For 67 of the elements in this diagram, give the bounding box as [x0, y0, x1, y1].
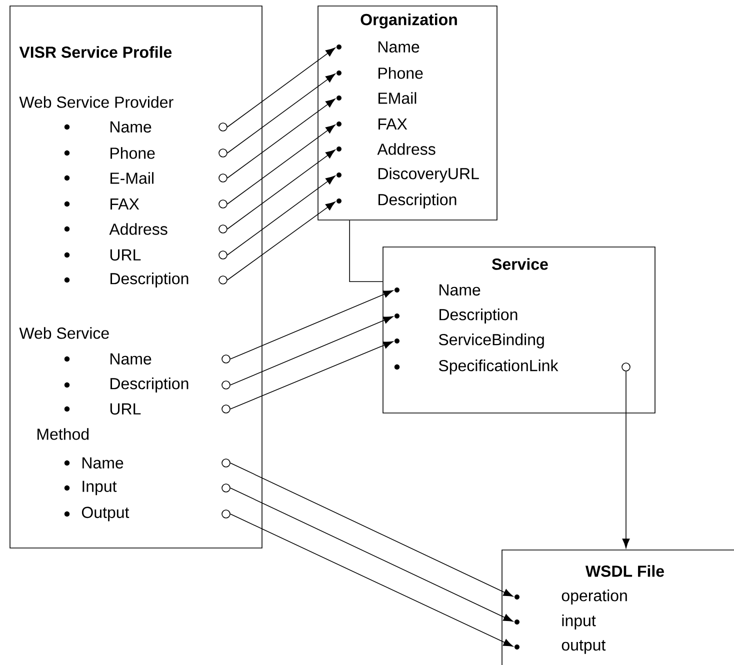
port-circle	[218, 122, 228, 132]
heading: Service	[492, 258, 548, 270]
field-label: URL	[110, 403, 141, 415]
field-label: Name	[110, 353, 152, 365]
connector	[349, 220, 383, 282]
connector	[227, 150, 336, 230]
connector	[227, 74, 336, 154]
port-circle	[218, 250, 228, 260]
field-label: Address	[109, 223, 168, 235]
connector	[227, 176, 336, 256]
field-label: FAX	[378, 118, 408, 130]
connector	[227, 124, 336, 204]
field-label: SpecificationLink	[438, 360, 558, 374]
connector	[230, 290, 394, 360]
port-circle	[218, 174, 228, 182]
connector	[230, 514, 514, 647]
field-label: URL	[110, 249, 141, 261]
section-label: Web Service	[19, 327, 109, 339]
field-label: FAX	[110, 198, 140, 210]
class-box	[382, 246, 656, 414]
port-circle	[222, 510, 230, 518]
port-circle	[222, 380, 230, 390]
field-label: operation	[562, 590, 627, 604]
port-circle	[622, 362, 630, 372]
class-box	[318, 6, 498, 220]
field-label: Name	[440, 284, 480, 296]
connector	[230, 316, 394, 386]
section-label: Web Service Provider	[19, 96, 174, 108]
connector	[622, 371, 630, 548]
connector	[227, 98, 336, 178]
port-circle	[218, 148, 228, 158]
port-circle	[222, 458, 230, 468]
field-label: output	[562, 640, 606, 654]
class-box	[10, 6, 262, 548]
section-label: Method	[38, 428, 89, 440]
connector	[227, 48, 336, 128]
field-label: E-Mail	[110, 172, 154, 184]
port-circle	[222, 484, 230, 492]
field-label: EMail	[378, 92, 416, 104]
connector	[230, 341, 394, 410]
port-circle	[222, 354, 230, 364]
field-label: Phone	[378, 67, 423, 79]
field-label: ServiceBinding	[438, 334, 544, 348]
port-circle	[222, 404, 230, 414]
field-label: Phone	[110, 147, 155, 159]
field-label: Address	[377, 143, 436, 155]
field-label: Input	[82, 480, 117, 496]
field-label: DiscoveryURL	[378, 168, 479, 182]
field-label: Description	[378, 194, 456, 208]
field-label: Name	[110, 121, 152, 133]
class-box	[502, 550, 734, 665]
port-circle	[218, 224, 228, 234]
field-label: Output	[82, 506, 130, 522]
port-circle	[218, 276, 228, 284]
connector	[230, 488, 514, 622]
field-label: Name	[378, 41, 420, 53]
heading: VISR Service Profile	[19, 46, 172, 58]
field-label: Description	[110, 378, 188, 392]
field-label: Name	[82, 457, 124, 469]
connector	[230, 462, 514, 597]
heading: WSDL File	[585, 565, 664, 577]
heading: Organization	[360, 14, 457, 28]
connector	[227, 202, 336, 280]
field-label: Description	[110, 272, 188, 288]
port-circle	[218, 200, 228, 208]
field-label: input	[562, 614, 596, 630]
field-label: Description	[440, 308, 518, 324]
